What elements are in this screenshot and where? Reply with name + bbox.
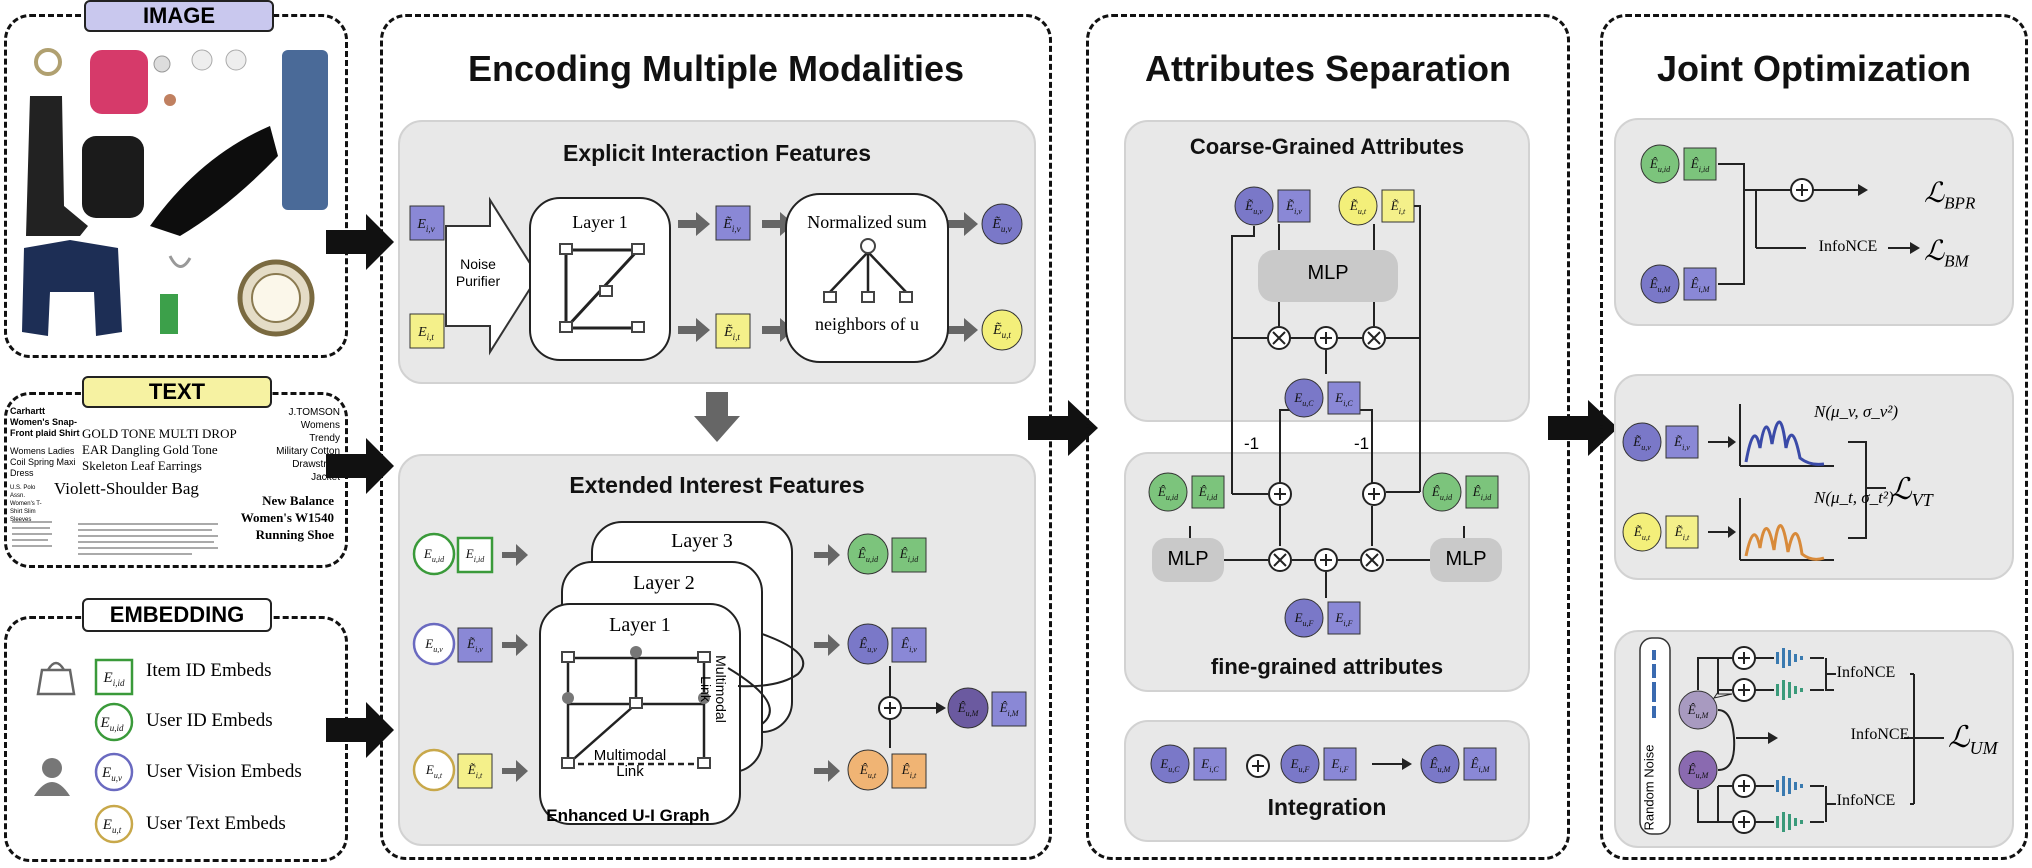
explicit-layer1-label: Layer 1	[572, 212, 628, 232]
legend-user-text: User Text Embeds	[146, 813, 286, 834]
joint-diagram: Êu,id Êi,id Êu,M Êi,M Ẽu,v Ẽi,v Ẽu,t Ẽi,…	[1622, 144, 1944, 835]
neighbors-label: neighbors of u	[815, 314, 919, 334]
input-arrows	[326, 214, 394, 758]
mid-arrow-1	[1028, 400, 1098, 456]
loss-bpr-sub: BPR	[1944, 193, 1976, 213]
arrow-icon	[1028, 400, 1098, 456]
loss-um: ℒUM	[1948, 721, 1998, 758]
green-top-image	[160, 294, 178, 334]
item-id-square	[94, 658, 134, 696]
explicit-diagram: Ei,v Ei,t Ẽi,v Ẽi,t Ẽu,v Ẽu,t	[409, 193, 1023, 363]
graph-label: Enhanced U-I Graph	[546, 806, 710, 825]
infonce-um-2: InfoNCE	[1850, 726, 1910, 743]
vision-distribution-curve	[1744, 420, 1825, 466]
extended-diagram: Eu,id Ei,id Eu,v Ẽi,v Eu,t Ẽi,t Êu,id Êi…	[412, 521, 1027, 825]
coarse-title: Coarse-Grained Attributes	[1189, 134, 1465, 159]
noise-purifier-label: Noise Purifier	[455, 256, 501, 289]
extended-title: Extended Interest Features	[569, 472, 865, 498]
jacket-image	[22, 240, 122, 336]
loss-um-sub: UM	[1969, 738, 1998, 758]
heel-image	[150, 126, 278, 236]
times-icon	[1267, 326, 1386, 572]
joint-section	[1600, 14, 2028, 860]
legend-user-id: User ID Embeds	[146, 710, 273, 731]
infonce-um-3: InfoNCE	[1836, 792, 1896, 809]
text-violett: Violett-Shoulder Bag	[54, 479, 199, 498]
bpr-panel	[1614, 118, 2014, 326]
layer2-label: Layer 2	[633, 572, 695, 594]
text-tomson: J.TOMSON Womens Trendy Military Cotton D…	[276, 407, 340, 483]
arrow-icon	[326, 438, 394, 494]
embedding-tag: EMBEDDING	[82, 598, 272, 632]
dist-vision-label: N(μ_v, σ_v²)	[1814, 402, 1899, 421]
bag-icon	[559, 243, 645, 333]
integration-title: Integration	[1267, 794, 1387, 820]
legend-item-id: Item ID Embeds	[146, 660, 272, 681]
mm-link-vertical: Multimodal Link	[698, 655, 729, 723]
product-images	[22, 48, 328, 337]
plus-icon	[1246, 326, 1386, 778]
um-panel	[1614, 630, 2014, 848]
loss-bm: ℒBM	[1924, 236, 1969, 271]
neg-one-right: -1	[1354, 434, 1370, 453]
text-newbalance: New Balance Women's W1540 Running Shoe	[240, 493, 334, 542]
loss-bpr: ℒBPR	[1924, 178, 1976, 213]
explicit-title: Explicit Interaction Features	[562, 140, 872, 166]
infonce-bm: InfoNCE	[1818, 238, 1878, 255]
integration-panel	[1124, 720, 1530, 842]
mm-link-horizontal: Multimodal Link	[593, 747, 667, 780]
bag-icon	[36, 661, 76, 696]
text-polo: U.S. Polo Assn. Women's T-Shirt Slim Sle…	[10, 485, 42, 523]
arrow-icon	[326, 702, 394, 758]
bag-icon	[561, 651, 711, 769]
loss-vt-sub: VT	[1911, 490, 1933, 510]
fine-print-texture	[12, 521, 218, 555]
text-carhartt: Carhartt Women's Snap-Front plaid Shirt	[10, 406, 80, 438]
arrow-icon	[694, 392, 740, 442]
encoding-title: Encoding Multiple Modalities	[467, 48, 964, 89]
pink-backpack-image	[90, 50, 148, 114]
fine-title: fine-grained attributes	[1210, 654, 1444, 679]
normalized-sum-label: Normalized sum	[807, 212, 927, 232]
arrow-icon	[326, 214, 394, 270]
text-dress: Womens Ladies Coil Spring Maxi Dress	[10, 446, 76, 478]
plus-icon	[1732, 646, 1756, 834]
dist-text-label: N(μ_t, σ_t²)	[1814, 488, 1894, 507]
text-distribution-curve	[1744, 524, 1825, 561]
text-gold: GOLD TONE MULTI DROP EAR Dangling Gold T…	[82, 426, 237, 473]
text-tag: TEXT	[82, 376, 272, 408]
image-tag: IMAGE	[84, 0, 274, 32]
loss-vt: ℒVT	[1890, 473, 1933, 510]
layer1-label: Layer 1	[609, 614, 671, 636]
layer3-label: Layer 3	[671, 530, 733, 552]
loss-bm-sub: BM	[1944, 251, 1969, 271]
joint-title: Joint Optimization	[1657, 48, 1971, 89]
ring-image	[34, 48, 62, 76]
fine-mlp-right: MLP	[1445, 548, 1487, 570]
boot-image	[26, 96, 88, 236]
noise-purifier-arrow	[445, 196, 540, 356]
down-arrow	[694, 392, 740, 442]
coarse-mlp: MLP	[1307, 262, 1349, 284]
jeans-image	[282, 50, 328, 210]
infonce-um-1: InfoNCE	[1836, 664, 1896, 681]
user-vision-circle	[94, 752, 134, 792]
fine-mlp-left: MLP	[1167, 548, 1209, 570]
separation-title: Attributes Separation	[1144, 48, 1512, 89]
user-text-circle	[94, 804, 134, 844]
user-icon	[562, 646, 710, 704]
legend-icons: Ei,id Eu,id Eu,v Eu,t	[34, 658, 134, 844]
separation-diagram: Ẽu,v Ẽi,v Ẽu,t Ẽi,t Eu,C Ei,C Êu,id Êi,i…	[1148, 186, 1502, 784]
user-id-circle	[94, 702, 134, 742]
black-backpack-image	[82, 136, 144, 218]
random-noise-label: Random Noise	[1641, 744, 1657, 831]
legend-user-vision: User Vision Embeds	[146, 761, 302, 782]
user-icon	[34, 758, 70, 796]
neg-one-left: -1	[1244, 434, 1260, 453]
